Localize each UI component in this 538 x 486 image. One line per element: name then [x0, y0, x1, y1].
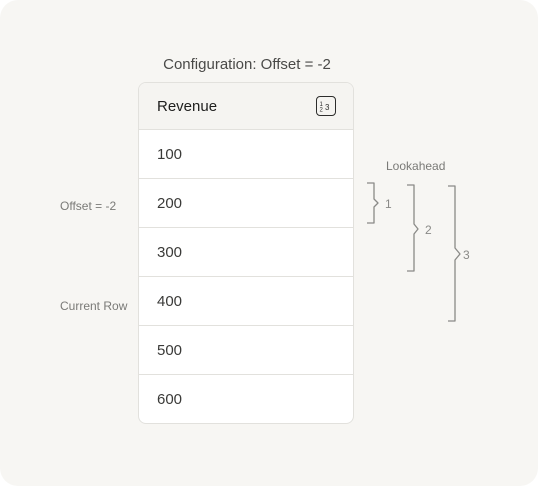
table-header: Revenue 1 2 3	[139, 83, 353, 130]
brace-3-label: 3	[463, 248, 470, 262]
table-row: 200	[139, 179, 353, 228]
brace-1-label: 1	[385, 197, 392, 211]
table-row: 400	[139, 277, 353, 326]
current-row-label: Current Row	[60, 299, 128, 313]
lookahead-label: Lookahead	[386, 159, 446, 173]
table-row: 600	[157, 391, 183, 408]
svg-text:2: 2	[320, 108, 324, 113]
brace-3	[448, 185, 461, 322]
table-row: 100	[139, 130, 353, 179]
offset-label: Offset = -2	[60, 199, 117, 213]
column-header-revenue: Revenue	[157, 97, 218, 115]
number-format-glyph: 1 2 3	[320, 102, 331, 113]
brace-2	[407, 184, 419, 272]
configuration-title: Configuration: Offset = -2	[163, 56, 331, 73]
svg-text:3: 3	[325, 103, 330, 112]
brace-1	[367, 182, 379, 224]
table-row: 500	[139, 326, 353, 375]
revenue-table: Revenue 1 2 3 100 200 300 400 500 600	[138, 82, 354, 424]
number-format-icon[interactable]: 1 2 3	[316, 96, 336, 116]
brace-2-label: 2	[425, 223, 432, 237]
table-row: 300	[139, 228, 353, 277]
svg-text:1: 1	[320, 102, 324, 108]
